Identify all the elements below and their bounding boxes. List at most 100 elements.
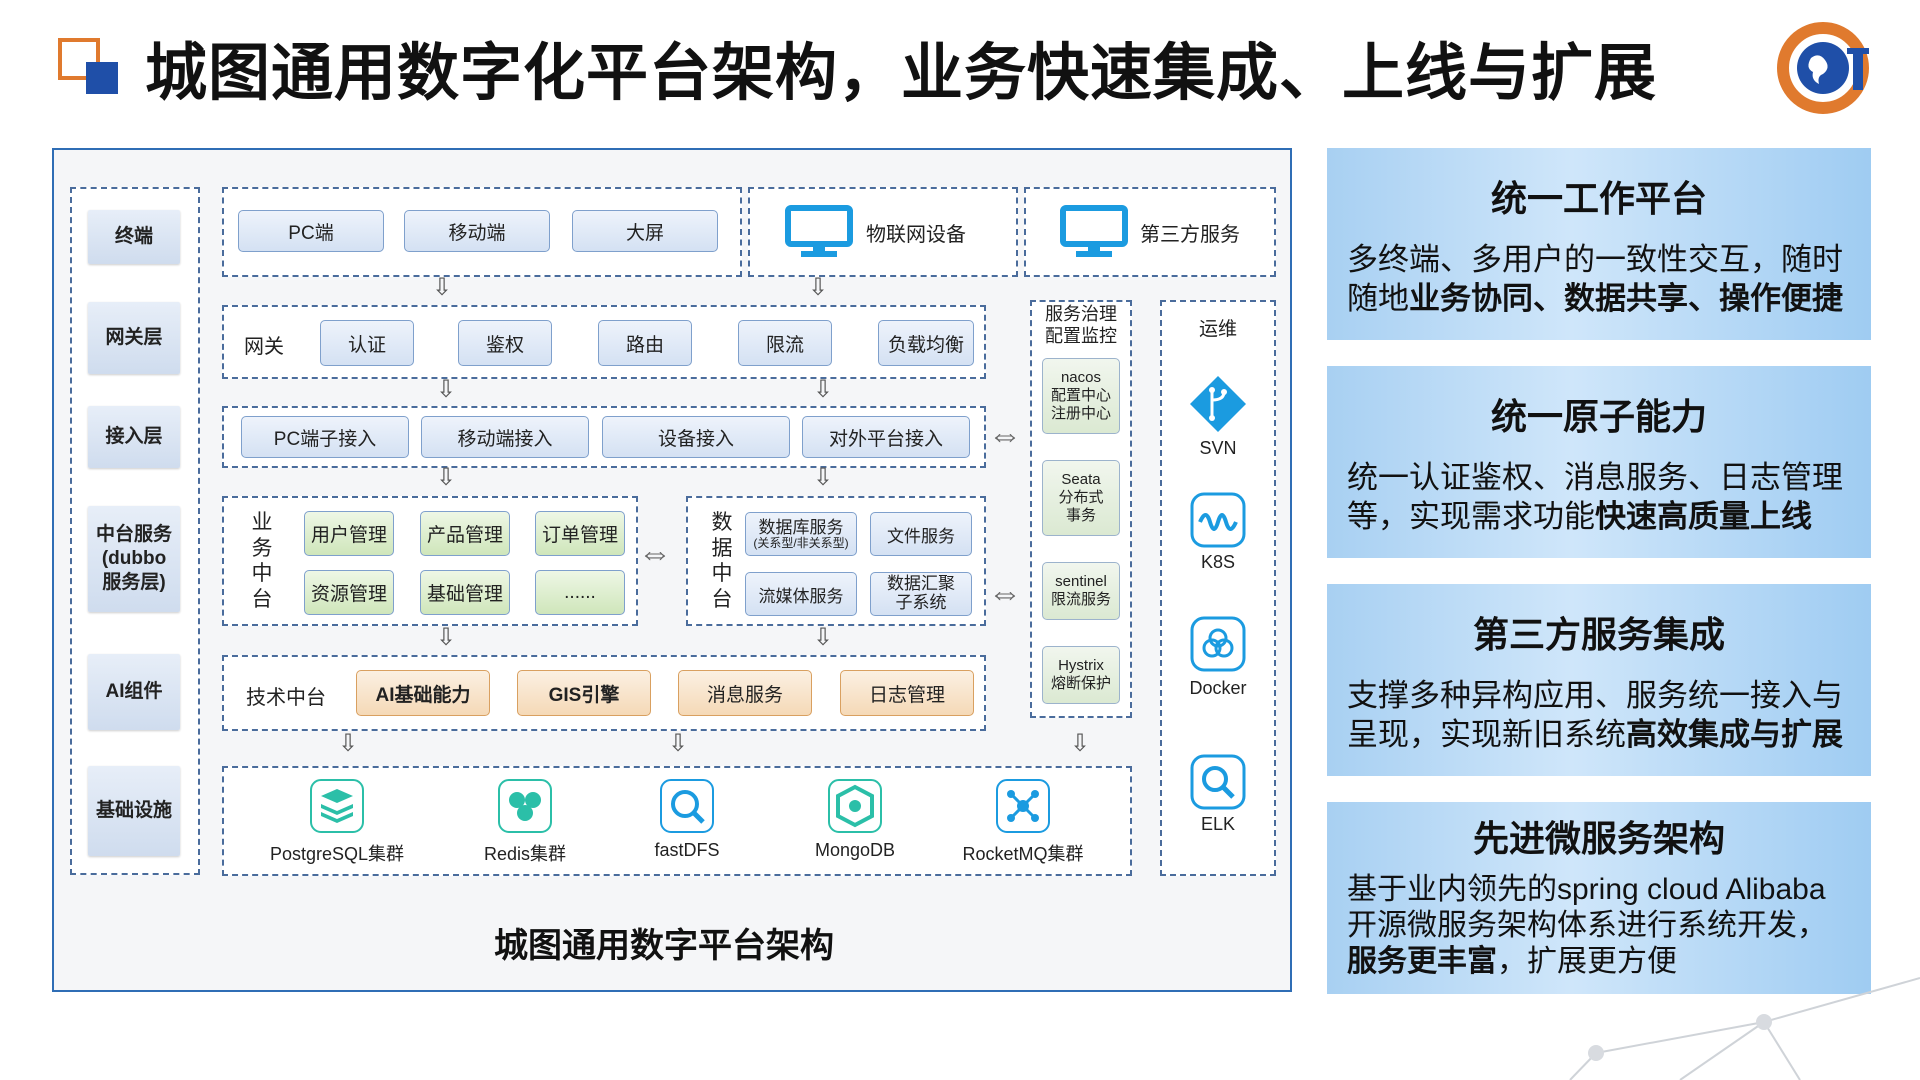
access-pc: PC端子接入 — [241, 416, 409, 458]
elk-icon — [1190, 754, 1246, 810]
bidirectional-arrow-icon: ⇔ — [638, 534, 672, 572]
gateway-authz: 鉴权 — [458, 320, 552, 366]
gov-hystrix: Hystrix 熔断保护 — [1042, 646, 1120, 704]
access-mobile: 移动端接入 — [421, 416, 589, 458]
biz-order-mgmt: 订单管理 — [535, 511, 625, 556]
redis-icon — [498, 779, 552, 833]
database-stack-icon — [310, 779, 364, 833]
down-arrow-icon: ⇩ — [432, 274, 453, 301]
gateway-ratelimit: 限流 — [738, 320, 832, 366]
data-db-service-sub: (关系型/非关系型) — [753, 535, 849, 550]
data-stream-service: 流媒体服务 — [745, 572, 857, 616]
third-party-label: 第三方服务 — [1140, 224, 1240, 246]
ops-title: 运维 — [1198, 319, 1237, 340]
mongodb-icon — [828, 779, 882, 833]
terminal-pc: PC端 — [238, 210, 384, 252]
layer-infra: 基础设施 — [88, 766, 180, 856]
feature-card-title: 统一原子能力 — [1490, 396, 1707, 437]
feature-card: 先进微服务架构 基于业内领先的spring cloud Alibaba开源微服务… — [1327, 802, 1871, 994]
biz-user-mgmt: 用户管理 — [304, 511, 394, 556]
infra-item: RocketMQ集群 — [948, 778, 1098, 866]
ops-tool-label: K8S — [1200, 552, 1236, 572]
feature-card: 统一原子能力 统一认证鉴权、消息服务、日志管理等，实现需求功能快速高质量上线 — [1327, 366, 1871, 558]
ops-tool: ELK — [1160, 752, 1276, 835]
feature-card-title: 先进微服务架构 — [1472, 818, 1725, 859]
infra-label: fastDFS — [654, 840, 720, 860]
layer-ai: AI组件 — [88, 654, 180, 730]
title-decoration-outline — [58, 38, 100, 80]
feature-card-title: 第三方服务集成 — [1472, 614, 1725, 655]
data-aggregate-subsystem: 数据汇聚 子系统 — [870, 572, 972, 616]
feature-card-text-bold: 高效集成与扩展 — [1626, 717, 1843, 753]
infra-label: Redis集群 — [483, 844, 567, 864]
feature-card-text-bold: 业务协同、数据共享、操作便捷 — [1409, 281, 1843, 317]
infra-item: fastDFS — [612, 778, 762, 861]
infra-label: PostgreSQL集群 — [269, 844, 405, 864]
feature-card-text-plain: 多终端、多用户的一致性交互，随时随地 — [1347, 242, 1843, 317]
layer-gateway: 网关层 — [88, 302, 180, 374]
ops-tool: K8S — [1160, 490, 1276, 573]
title-decoration-fill — [86, 62, 118, 94]
page-title: 城图通用数字化平台架构，业务快速集成、上线与扩展 — [145, 39, 1658, 108]
layer-middle-platform: 中台服务 (dubbo 服务层) — [88, 506, 180, 612]
down-arrow-icon: ⇩ — [668, 730, 689, 757]
down-arrow-icon: ⇩ — [813, 624, 834, 651]
infra-item: MongoDB — [780, 778, 930, 861]
k8s-icon — [1190, 492, 1246, 548]
company-logo — [1775, 18, 1875, 118]
down-arrow-icon: ⇩ — [813, 464, 834, 491]
feature-card-text-plain: 支撑多种异构应用、服务统一接入与呈现，实现新旧系统 — [1347, 678, 1843, 753]
feature-card-text: 多终端、多用户的一致性交互，随时随地业务协同、数据共享、操作便捷 — [1347, 240, 1851, 319]
biz-resource-mgmt: 资源管理 — [304, 570, 394, 615]
tech-message-service: 消息服务 — [678, 670, 812, 716]
infra-label: RocketMQ集群 — [962, 844, 1084, 864]
feature-card-text: 支撑多种异构应用、服务统一接入与呈现，实现新旧系统高效集成与扩展 — [1347, 676, 1851, 755]
access-external: 对外平台接入 — [802, 416, 970, 458]
business-platform-label: 业务中台 — [251, 511, 273, 611]
bidirectional-arrow-icon: ⇔ — [988, 574, 1022, 612]
biz-more: ...... — [535, 570, 625, 615]
feature-card-text-plain: 基于业内领先的spring cloud Alibaba开源微服务架构体系进行系统… — [1347, 873, 1827, 942]
gov-sentinel: sentinel 限流服务 — [1042, 562, 1120, 620]
infra-label: MongoDB — [814, 840, 896, 860]
ops-tool: Docker — [1160, 614, 1276, 699]
ops-tool-label: Docker — [1189, 678, 1247, 698]
tech-log-mgmt: 日志管理 — [840, 670, 974, 716]
iot-group — [748, 187, 1018, 277]
governance-title: 服务治理 配置监控 — [1045, 304, 1117, 346]
tech-platform-label: 技术中台 — [246, 687, 326, 709]
gateway-routing: 路由 — [598, 320, 692, 366]
gov-seata: Seata 分布式 事务 — [1042, 460, 1120, 536]
docker-icon — [1190, 616, 1246, 672]
down-arrow-icon: ⇩ — [808, 274, 829, 301]
gov-nacos: nacos 配置中心 注册中心 — [1042, 358, 1120, 434]
down-arrow-icon: ⇩ — [436, 464, 457, 491]
biz-product-mgmt: 产品管理 — [420, 511, 510, 556]
feature-card-text-after: ，扩展更方便 — [1497, 945, 1677, 978]
feature-card: 统一工作平台 多终端、多用户的一致性交互，随时随地业务协同、数据共享、操作便捷 — [1327, 148, 1871, 340]
gateway-label: 网关 — [244, 336, 284, 358]
gateway-loadbalance: 负载均衡 — [878, 320, 974, 366]
biz-base-mgmt: 基础管理 — [420, 570, 510, 615]
data-db-service: 数据库服务 (关系型/非关系型) — [745, 512, 857, 556]
down-arrow-icon: ⇩ — [813, 376, 834, 403]
monitor-icon — [1060, 205, 1128, 264]
layer-access: 接入层 — [88, 406, 180, 468]
ops-tool-label: ELK — [1200, 814, 1236, 834]
third-party-group — [1024, 187, 1276, 277]
data-file-service: 文件服务 — [870, 512, 972, 556]
monitor-icon — [785, 205, 853, 264]
terminal-bigscreen: 大屏 — [572, 210, 718, 252]
tech-gis-engine: GIS引擎 — [517, 670, 651, 716]
feature-card-text: 统一认证鉴权、消息服务、日志管理等，实现需求功能快速高质量上线 — [1347, 458, 1851, 537]
terminal-mobile: 移动端 — [404, 210, 550, 252]
ops-tool-label: SVN — [1199, 438, 1237, 458]
message-queue-icon — [996, 779, 1050, 833]
feature-card-text: 基于业内领先的spring cloud Alibaba开源微服务架构体系进行系统… — [1347, 872, 1851, 980]
feature-card-title: 统一工作平台 — [1490, 178, 1707, 219]
diagram-caption: 城图通用数字平台架构 — [494, 927, 834, 965]
data-platform-label: 数据中台 — [711, 511, 733, 611]
data-db-service-title: 数据库服务 — [758, 517, 844, 537]
ops-tool: SVN — [1160, 374, 1276, 459]
down-arrow-icon: ⇩ — [338, 730, 359, 757]
